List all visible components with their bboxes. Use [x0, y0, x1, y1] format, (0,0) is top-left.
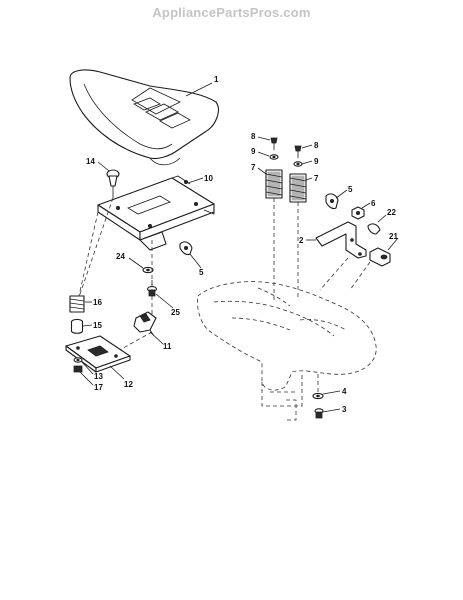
callout-2: 2 — [299, 236, 304, 245]
callout-1: 1 — [214, 75, 219, 84]
spring-7b[interactable] — [289, 173, 307, 203]
washer-9b[interactable] — [293, 161, 303, 167]
leader-4 — [322, 390, 341, 395]
callout-3: 3 — [342, 405, 347, 414]
leader-7b — [305, 177, 313, 181]
leader-9b — [301, 160, 313, 165]
leader-3 — [322, 408, 341, 413]
clip-22[interactable] — [367, 223, 381, 235]
leader-12 — [109, 365, 125, 380]
callout-22: 22 — [387, 208, 396, 217]
callout-8: 8 — [251, 132, 256, 141]
callout-13: 13 — [94, 372, 103, 381]
washer-24[interactable] — [142, 266, 154, 274]
seat-pan[interactable] — [97, 175, 215, 251]
clip-right[interactable] — [325, 193, 339, 210]
leader-10 — [187, 177, 204, 184]
callout-24: 24 — [116, 252, 125, 261]
leader-24 — [128, 257, 144, 269]
clip-left[interactable] — [179, 241, 193, 256]
nut-13[interactable] — [73, 357, 83, 363]
callout-4: 4 — [342, 387, 347, 396]
screw-8a[interactable] — [270, 137, 278, 150]
seat[interactable] — [69, 69, 219, 166]
callout-12: 12 — [124, 380, 133, 389]
callout-5: 5 — [348, 185, 353, 194]
callout-7: 7 — [314, 174, 319, 183]
callout-17: 17 — [94, 383, 103, 392]
washer-9a[interactable] — [269, 154, 279, 160]
seat-knob[interactable] — [106, 169, 120, 198]
leader-8a — [257, 136, 271, 141]
spring-7a[interactable] — [265, 169, 283, 199]
leader-14 — [97, 161, 110, 172]
callout-5: 5 — [199, 268, 204, 277]
callout-15: 15 — [93, 321, 102, 330]
callout-25: 25 — [171, 308, 180, 317]
callout-10: 10 — [204, 174, 213, 183]
leader-21 — [387, 237, 399, 251]
watermark: AppliancePartsPros.com — [152, 5, 311, 20]
leader-5a — [189, 253, 202, 269]
callout-9: 9 — [251, 147, 256, 156]
spring-16[interactable] — [69, 295, 85, 313]
screw-8b[interactable] — [294, 145, 302, 158]
leader-25 — [155, 293, 174, 309]
callout-11: 11 — [163, 342, 172, 351]
callout-16: 16 — [93, 298, 102, 307]
leader-5b — [335, 189, 348, 199]
bolt-3[interactable] — [314, 408, 324, 419]
leader-11 — [149, 331, 164, 345]
callout-21: 21 — [389, 232, 398, 241]
leader-13 — [81, 361, 94, 375]
leader-6 — [361, 202, 371, 209]
leader-9a — [257, 151, 270, 157]
leader-1 — [185, 82, 213, 97]
leader-22 — [377, 214, 387, 223]
callout-6: 6 — [371, 199, 376, 208]
leader-8b — [301, 144, 313, 149]
pivot-bracket[interactable] — [133, 311, 157, 337]
callout-9: 9 — [314, 157, 319, 166]
callout-14: 14 — [86, 157, 95, 166]
washer-4[interactable] — [312, 392, 324, 400]
callout-7: 7 — [251, 163, 256, 172]
knob-21[interactable] — [369, 247, 391, 267]
nut-6[interactable] — [351, 206, 365, 220]
leader-15 — [82, 324, 93, 327]
fender-phantom — [197, 281, 377, 421]
washer-17[interactable] — [73, 365, 83, 373]
leader-7a — [257, 167, 267, 175]
leader-17 — [79, 371, 94, 386]
seat-bracket[interactable] — [315, 221, 367, 259]
callout-8: 8 — [314, 141, 319, 150]
bushing-15[interactable] — [70, 318, 84, 334]
